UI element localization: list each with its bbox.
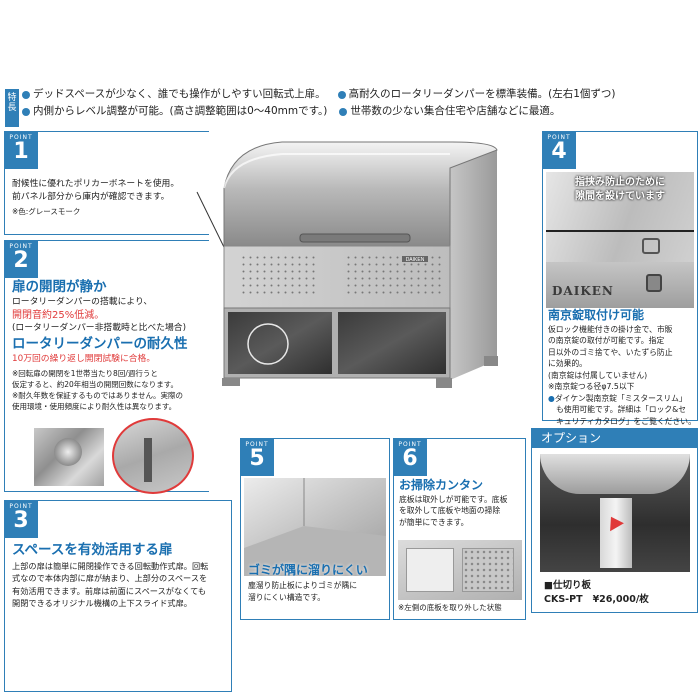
point-2-text: 扉の開閉が静か ロータリーダンパーの搭載により、 開閉音約25%低減。 (ロータ… — [12, 279, 207, 412]
point-5-badge: POINT 5 — [240, 438, 274, 476]
point-4-badge: POINT 4 — [542, 131, 576, 169]
damper-photo — [34, 428, 104, 486]
point-1-badge: POINT 1 — [4, 131, 38, 169]
point-4-heading: 南京錠取付け可能 — [548, 308, 645, 322]
partition-photo — [540, 454, 690, 572]
point-3-box — [4, 500, 232, 692]
point-4-text: 南京錠取付け可能 仮ロック機能付きの掛け金で、市販 の南京錠の取付が可能です。指… — [548, 308, 696, 426]
point-2-heading-2: ロータリーダンパーの耐久性 — [12, 336, 188, 352]
bullet-dot-icon — [337, 90, 346, 99]
feature-tag: 特長 — [5, 89, 19, 127]
point-6-heading: お掃除カンタン — [399, 478, 484, 492]
feature-item: 世帯数の少ない集合住宅や店舗などに最適。 — [339, 103, 560, 120]
padlock-icon — [646, 274, 662, 292]
feature-item: 内側からレベル調整が可能。(高さ調整範囲は0〜40mmです。) — [22, 103, 327, 120]
point-2-heading-1: 扉の開閉が静か — [12, 279, 107, 295]
point-2-badge: POINT 2 — [4, 240, 38, 278]
option-panel — [531, 448, 698, 613]
bullet-dot-icon — [22, 107, 30, 116]
point-6-note: ※左側の底板を取り外した状態 — [398, 603, 502, 612]
point-1-box — [4, 131, 209, 235]
feature-item: 高耐久のロータリーダンパーを標準装備。(左右1個ずつ) — [337, 86, 616, 103]
feature-item: デッドスペースが少なく、誰でも操作がしやすい回転式上扉。 — [22, 86, 326, 103]
gap-photo — [546, 172, 694, 262]
bottom-plate-photo — [398, 540, 522, 600]
point-3-heading: スペースを有効活用する扉 — [12, 542, 173, 558]
point-1-text: 耐候性に優れたポリカーボネートを使用。 前パネル部分から庫内が確認できます。 ※… — [12, 179, 180, 216]
feature-list: デッドスペースが少なく、誰でも操作がしやすい回転式上扉。 高耐久のロータリーダン… — [22, 86, 698, 120]
point-5-text: ゴミが隅に溜りにくい 塵溜り防止板によりゴミが隅に 溜りにくい構造です。 — [248, 563, 368, 602]
option-code-price: CKS-PT¥26,000/枚 — [544, 594, 649, 605]
point-6-text: お掃除カンタン 底板は取外しが可能です。底板 を取外して底板や地面の掃除 が簡単… — [399, 478, 524, 528]
garbage-station-image: DAIKEN — [222, 141, 498, 388]
corner-photo — [244, 478, 386, 576]
option-title: オプション — [531, 428, 698, 448]
point-4-caption: 指挟み防止のために 隙間を設けています — [575, 177, 665, 202]
bullet-dot-icon — [22, 90, 30, 99]
point-6-badge: POINT 6 — [393, 438, 427, 476]
bullet-dot-icon — [339, 107, 348, 116]
point-3-badge: POINT 3 — [4, 500, 38, 538]
product-brand-label: DAIKEN — [406, 257, 425, 263]
padlock-photo: DAIKEN — [546, 262, 694, 308]
option-item: ■仕切り板 — [544, 580, 591, 591]
point-3-text: スペースを有効活用する扉 上部の扉は簡単に開閉操作できる回転動作式扉。回転 式な… — [12, 544, 230, 610]
damper-zoom-circle — [112, 418, 194, 494]
